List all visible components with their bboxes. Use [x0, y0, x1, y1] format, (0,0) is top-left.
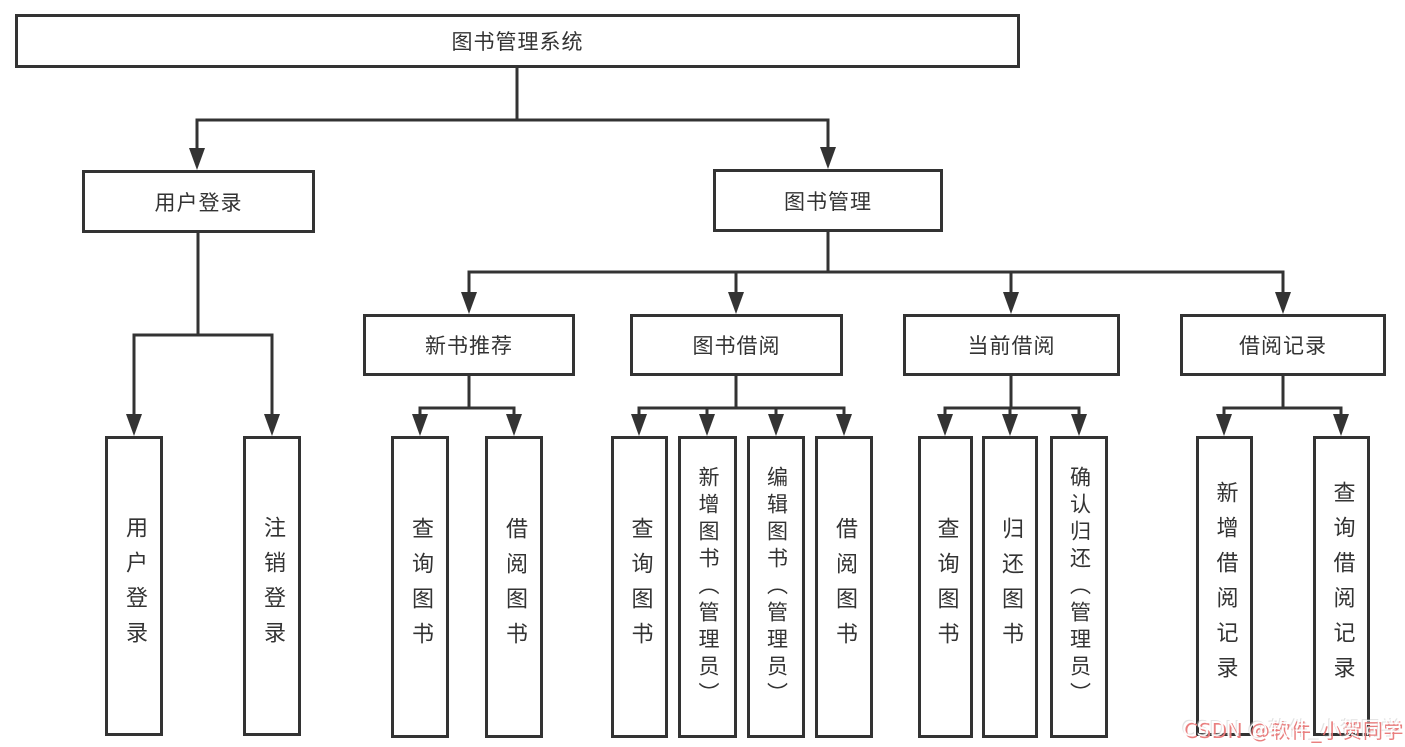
leaf-user-login: 用户登录 [105, 436, 163, 736]
connector-line-records-split [1222, 376, 1343, 417]
connector-line-root-split [195, 68, 830, 150]
node-label: 当前借阅 [967, 334, 1056, 358]
node-current-borrowing: 当前借阅 [903, 314, 1120, 376]
node-label: 查询图书 [933, 517, 959, 657]
arrow-down-icon [937, 414, 953, 436]
arrow-down-icon [1071, 414, 1087, 436]
arrow-down-icon [820, 147, 836, 169]
connector-line-current-split [943, 376, 1081, 417]
node-label: 用户登录 [154, 190, 243, 215]
arrow-down-icon [264, 414, 280, 436]
arrow-down-icon [1003, 292, 1019, 314]
arrow-down-icon [1002, 414, 1018, 436]
leaf-edit-book-admin: 编辑图书（管理员） [747, 436, 805, 738]
node-label: 归还图书 [998, 517, 1023, 657]
leaf-add-borrow-record: 新增借阅记录 [1196, 436, 1253, 736]
node-label: 编辑图书（管理员） [764, 465, 789, 709]
node-book-management: 图书管理 [713, 169, 943, 232]
node-label: 查询图书 [408, 517, 433, 657]
leaf-confirm-return-admin: 确认归还（管理员） [1050, 436, 1108, 738]
node-label: 图书管理 [784, 189, 872, 214]
node-label: 图书借阅 [692, 334, 781, 358]
leaf-borrow-books-recommend: 借阅图书 [485, 436, 543, 738]
connector-line-userlogin-split [132, 233, 274, 416]
node-borrowing-records: 借阅记录 [1180, 314, 1386, 376]
arrow-down-icon [1275, 292, 1291, 314]
arrow-down-icon [189, 148, 205, 170]
arrow-down-icon [631, 414, 647, 436]
node-book-borrowing: 图书借阅 [630, 314, 843, 376]
connector-line-bookmgmt-split [467, 232, 1285, 294]
node-label: 新增图书（管理员） [696, 465, 720, 709]
arrow-down-icon [768, 414, 784, 436]
node-label: 用户登录 [122, 516, 147, 656]
connector-line-newbooks-split [418, 376, 516, 417]
arrow-down-icon [1216, 414, 1232, 436]
node-label: 图书管理系统 [451, 30, 584, 54]
arrow-down-icon [836, 414, 852, 436]
connector-line-borrowing-split [637, 376, 846, 417]
node-label: 确认归还（管理员） [1067, 465, 1092, 709]
leaf-borrow-books-borrowing: 借阅图书 [815, 436, 873, 738]
arrowheads [126, 147, 1349, 436]
arrow-down-icon [699, 414, 715, 436]
node-label: 新增借阅记录 [1212, 481, 1238, 691]
connector-lines [132, 68, 1343, 417]
leaf-query-books-current: 查询图书 [918, 436, 973, 738]
leaf-return-books: 归还图书 [982, 436, 1038, 738]
node-label: 借阅记录 [1239, 334, 1327, 358]
leaf-query-books-borrowing: 查询图书 [611, 436, 668, 738]
leaf-logout: 注销登录 [243, 436, 301, 736]
arrow-down-icon [461, 292, 477, 314]
arrow-down-icon [1333, 414, 1349, 436]
node-label: 查询图书 [627, 517, 653, 657]
node-user-login: 用户登录 [82, 170, 315, 233]
arrow-down-icon [506, 414, 522, 436]
node-label: 借阅图书 [832, 517, 857, 657]
arrow-down-icon [126, 414, 142, 436]
node-label: 借阅图书 [502, 517, 527, 657]
leaf-query-books-recommend: 查询图书 [391, 436, 449, 738]
leaf-add-book-admin: 新增图书（管理员） [678, 436, 737, 738]
node-label: 新书推荐 [425, 334, 513, 358]
arrow-down-icon [412, 414, 428, 436]
node-label: 注销登录 [260, 516, 285, 656]
node-label: 查询借阅记录 [1329, 481, 1355, 691]
arrow-down-icon [728, 292, 744, 314]
node-new-book-recommendation: 新书推荐 [363, 314, 575, 376]
leaf-query-borrow-record: 查询借阅记录 [1313, 436, 1370, 736]
node-library-management-system: 图书管理系统 [15, 14, 1020, 68]
